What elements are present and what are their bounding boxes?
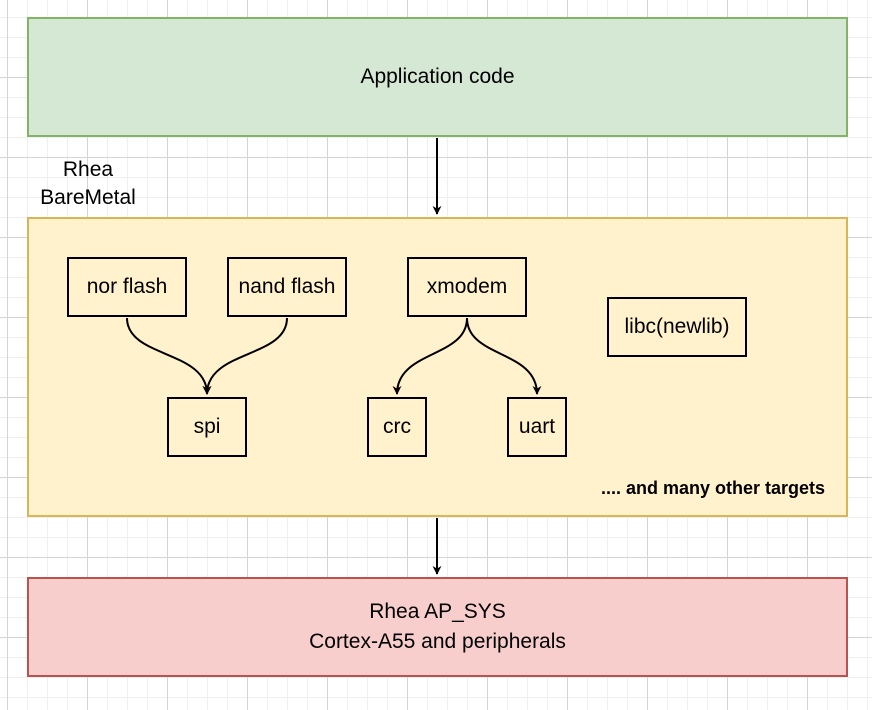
uart-module: uart xyxy=(507,397,567,457)
application-code-layer: Application code xyxy=(27,17,848,137)
libc-newlib-module: libc(newlib) xyxy=(607,297,747,357)
application-code-label: Application code xyxy=(360,65,515,88)
other-targets-note: .... and many other targets xyxy=(600,478,825,498)
ap-sys-title: Rhea AP_SYS xyxy=(369,600,506,623)
ap-sys-subtitle: Cortex-A55 and peripherals xyxy=(309,630,566,653)
nor-flash-module: nor flash xyxy=(67,257,187,317)
crc-module: crc xyxy=(367,397,427,457)
baremetal-group-label: Rhea BareMetal xyxy=(28,156,148,212)
spi-module: spi xyxy=(167,397,247,457)
nand-flash-module: nand flash xyxy=(227,257,347,317)
ap-sys-layer: Rhea AP_SYS Cortex-A55 and peripherals xyxy=(27,577,848,677)
group-label-line2: BareMetal xyxy=(40,186,136,209)
group-label-line1: Rhea xyxy=(62,158,114,181)
xmodem-module: xmodem xyxy=(407,257,527,317)
